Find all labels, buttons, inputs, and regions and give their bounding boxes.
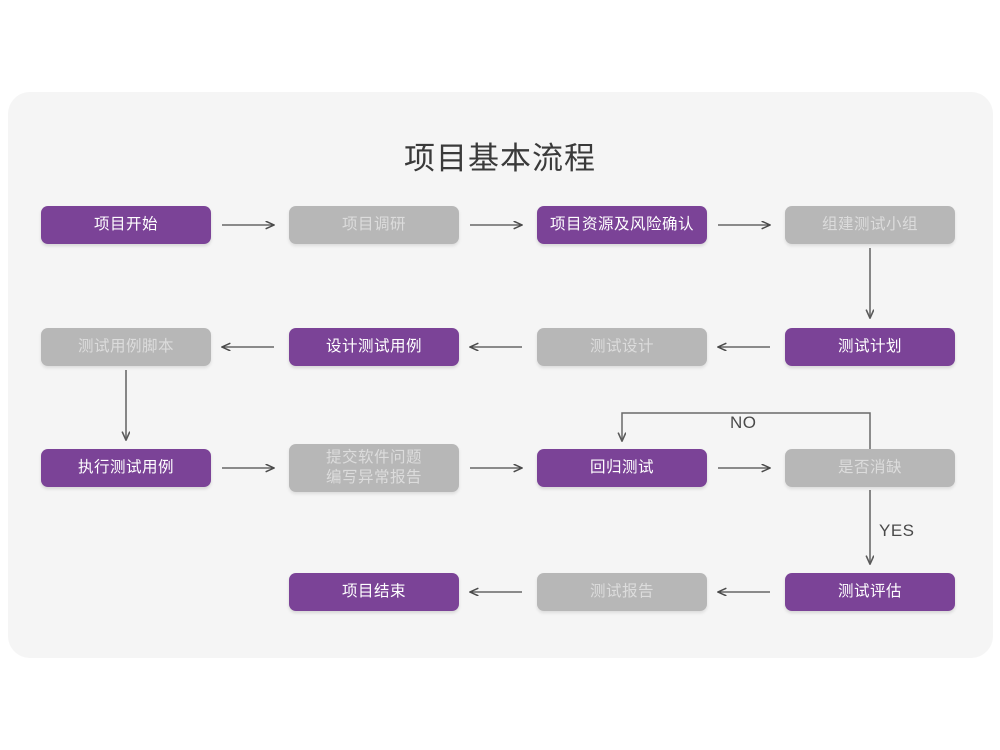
node-form-test-team[interactable]: 组建测试小组 <box>785 206 955 244</box>
node-label: 项目结束 <box>341 583 406 600</box>
node-label: 项目开始 <box>93 216 158 233</box>
page-title: 项目基本流程 <box>404 141 596 176</box>
node-label: 测试设计 <box>589 338 654 355</box>
node-test-design[interactable]: 测试设计 <box>537 328 707 366</box>
node-label: 项目资源及风险确认 <box>549 216 694 233</box>
node-submit-issue-report[interactable]: 提交软件问题 编写异常报告 <box>289 444 459 492</box>
node-execute-testcase[interactable]: 执行测试用例 <box>41 449 211 487</box>
node-test-evaluation[interactable]: 测试评估 <box>785 573 955 611</box>
node-test-report[interactable]: 测试报告 <box>537 573 707 611</box>
node-design-testcase[interactable]: 设计测试用例 <box>289 328 459 366</box>
node-project-research[interactable]: 项目调研 <box>289 206 459 244</box>
node-label: 是否消缺 <box>837 459 902 476</box>
node-regression-test[interactable]: 回归测试 <box>537 449 707 487</box>
node-project-start[interactable]: 项目开始 <box>41 206 211 244</box>
node-defect-cleared-decision[interactable]: 是否消缺 <box>785 449 955 487</box>
node-label: 项目调研 <box>341 216 406 233</box>
node-label: 测试报告 <box>589 583 654 600</box>
node-label: 测试用例脚本 <box>77 338 174 355</box>
flowchart-panel <box>8 92 993 658</box>
node-label: 组建测试小组 <box>821 216 918 233</box>
edge-label-no: NO <box>730 413 757 432</box>
node-testcase-script[interactable]: 测试用例脚本 <box>41 328 211 366</box>
node-label: 测试评估 <box>837 583 902 600</box>
node-label: 执行测试用例 <box>77 459 174 476</box>
node-label-line2: 编写异常报告 <box>325 469 422 486</box>
node-resource-risk-confirm[interactable]: 项目资源及风险确认 <box>537 206 707 244</box>
edge-label-yes: YES <box>879 521 915 540</box>
node-project-end[interactable]: 项目结束 <box>289 573 459 611</box>
node-label-line1: 提交软件问题 <box>325 449 422 466</box>
node-test-plan[interactable]: 测试计划 <box>785 328 955 366</box>
node-label: 回归测试 <box>589 459 654 476</box>
node-label: 设计测试用例 <box>325 338 422 355</box>
node-label: 测试计划 <box>837 338 902 355</box>
